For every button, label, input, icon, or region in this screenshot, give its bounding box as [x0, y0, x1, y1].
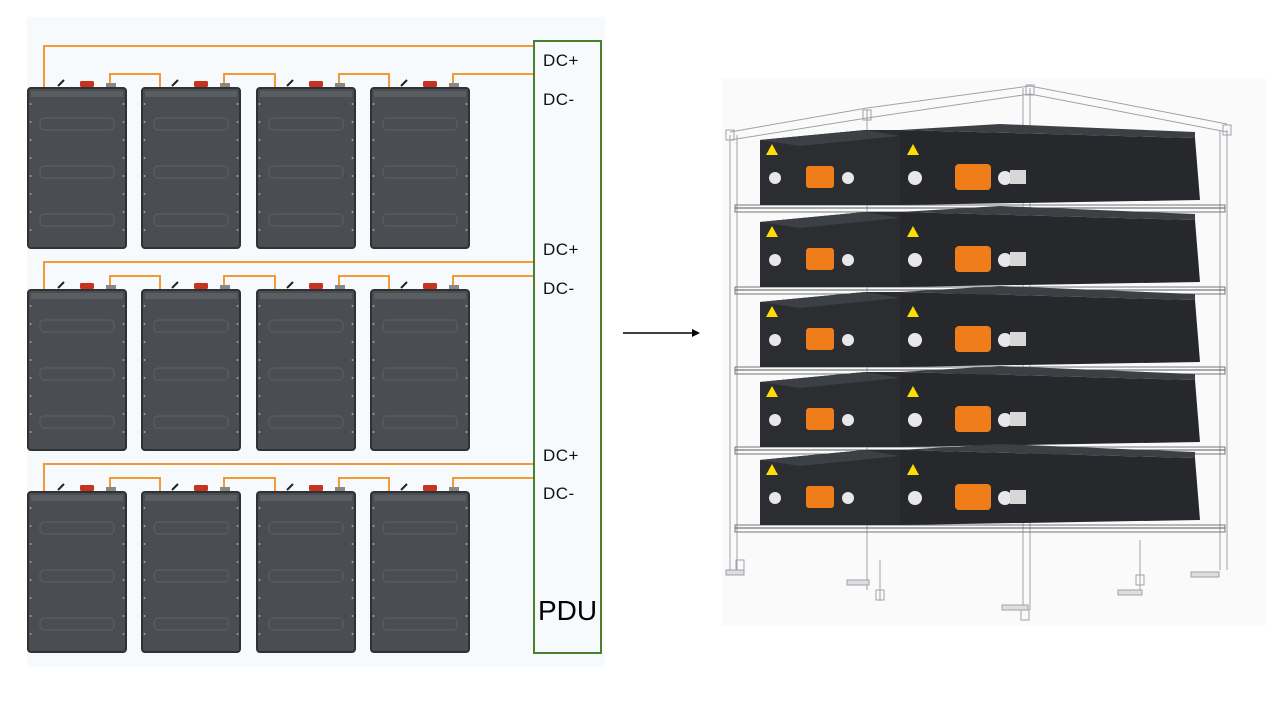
positive-terminal — [423, 81, 437, 87]
battery-module — [256, 483, 356, 653]
series-link-wire — [223, 477, 276, 492]
positive-terminal — [423, 485, 437, 491]
battery-row-1 — [27, 45, 535, 249]
positive-terminal — [194, 283, 208, 289]
battery-module — [141, 79, 241, 249]
battery-module — [370, 79, 470, 249]
series-link-wire — [109, 275, 161, 290]
battery-module — [27, 483, 127, 653]
positive-terminal — [194, 81, 208, 87]
series-link-wire — [109, 73, 161, 88]
series-link-wire — [338, 73, 390, 88]
positive-terminal — [80, 485, 94, 491]
dc-plus-label-row-1: DC+ — [543, 51, 579, 70]
positive-terminal — [309, 485, 323, 491]
series-link-wire — [338, 477, 390, 492]
dc-plus-wire — [43, 45, 535, 88]
series-link-wire — [223, 73, 276, 88]
battery-module — [256, 281, 356, 451]
dc-minus-wire — [452, 477, 535, 492]
positive-terminal — [194, 485, 208, 491]
rack-3d-illustration-panel — [722, 78, 1266, 626]
series-link-wire — [109, 477, 161, 492]
dc-minus-wire — [452, 275, 535, 290]
battery-module — [141, 483, 241, 653]
positive-terminal — [80, 81, 94, 87]
battery-module — [27, 79, 127, 249]
positive-terminal — [423, 283, 437, 289]
pdu-box — [533, 40, 602, 654]
battery-module — [370, 483, 470, 653]
battery-row-3 — [27, 463, 535, 653]
battery-row-2 — [27, 261, 535, 451]
positive-terminal — [309, 81, 323, 87]
pdu-label: PDU — [538, 595, 598, 626]
dc-plus-label-row-2: DC+ — [543, 240, 579, 259]
dc-plus-wire — [43, 261, 535, 290]
series-link-wire — [338, 275, 390, 290]
dc-minus-label-row-3: DC- — [543, 484, 575, 503]
battery-module — [27, 281, 127, 451]
series-link-wire — [223, 275, 276, 290]
battery-module — [141, 281, 241, 451]
positive-terminal — [80, 283, 94, 289]
dc-plus-wire — [43, 463, 535, 492]
dc-minus-label-row-1: DC- — [543, 90, 575, 109]
dc-minus-label-row-2: DC- — [543, 279, 575, 298]
dc-plus-label-row-3: DC+ — [543, 446, 579, 465]
battery-module — [370, 281, 470, 451]
positive-terminal — [309, 283, 323, 289]
dc-minus-wire — [452, 73, 535, 88]
battery-module — [256, 79, 356, 249]
